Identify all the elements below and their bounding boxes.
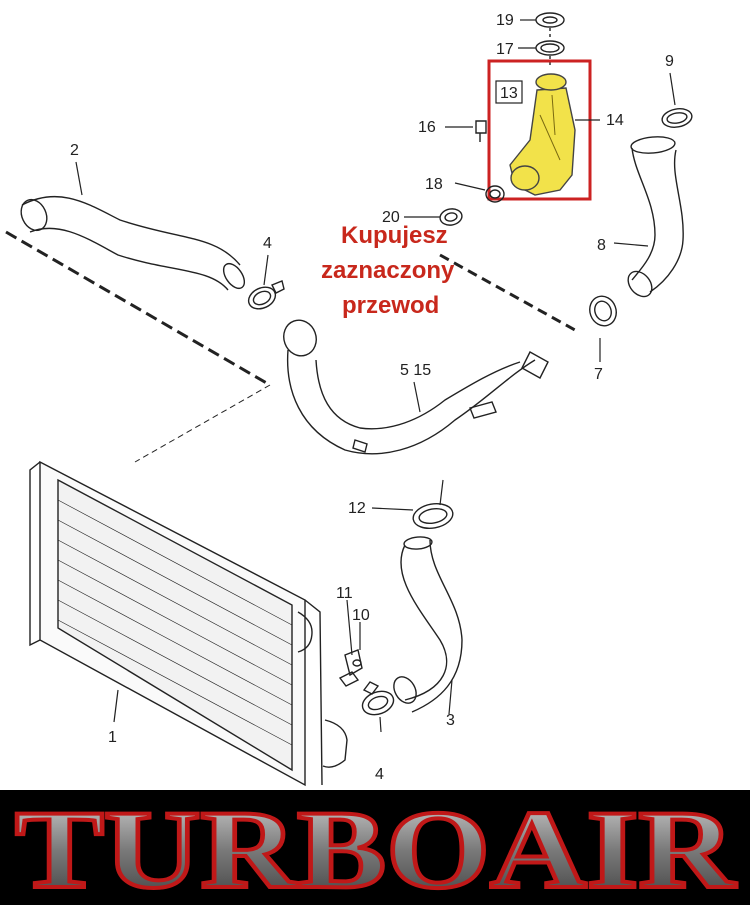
callout-14: 14 bbox=[606, 112, 624, 129]
callout-13: 13 bbox=[500, 85, 518, 102]
clamp-part-7 bbox=[589, 295, 617, 327]
clamp-part-4-upper bbox=[247, 280, 285, 310]
callout-19: 19 bbox=[496, 12, 514, 29]
callout-5-15: 5 15 bbox=[400, 362, 431, 379]
brand-logo: TURBOAIR bbox=[13, 790, 738, 905]
hose-part-2 bbox=[20, 195, 246, 291]
label-box-13 bbox=[495, 80, 523, 104]
intercooler-hose-diagram: 19 17 13 14 16 18 20 9 2 4 8 7 5 15 12 1… bbox=[5, 12, 693, 787]
intercooler-part-1 bbox=[29, 460, 348, 787]
callout-numbers: 19 17 13 14 16 18 20 9 2 4 8 7 5 15 12 1… bbox=[70, 12, 674, 783]
callout-8: 8 bbox=[597, 237, 606, 254]
callout-20: 20 bbox=[382, 209, 400, 226]
clamp-part-9 bbox=[661, 108, 693, 128]
callout-3: 3 bbox=[446, 712, 455, 729]
bracket-part-10-11 bbox=[338, 649, 363, 687]
callout-1: 1 bbox=[108, 729, 117, 746]
dashed-guide-lower bbox=[134, 384, 271, 463]
elbow-part-13-highlighted bbox=[509, 73, 576, 196]
promo-line-3: przewod bbox=[342, 292, 439, 319]
callout-18: 18 bbox=[425, 176, 443, 193]
callout-12: 12 bbox=[348, 500, 366, 517]
callout-17: 17 bbox=[496, 41, 514, 58]
highlight-box bbox=[487, 59, 592, 201]
clamp-part-4-lower bbox=[361, 681, 395, 716]
cap-part-19 bbox=[535, 12, 565, 28]
hose-part-3 bbox=[393, 536, 463, 713]
callout-2: 2 bbox=[70, 142, 79, 159]
callout-16: 16 bbox=[418, 119, 436, 136]
callout-4-lower: 4 bbox=[375, 766, 384, 783]
gasket-part-20 bbox=[439, 208, 463, 226]
clamp-part-12 bbox=[412, 502, 454, 530]
promo-text: Kupujesz zaznaczony przewod bbox=[321, 222, 455, 319]
leader-lines bbox=[75, 19, 676, 733]
brand-wordmark: TURBOAIR bbox=[15, 790, 736, 905]
promo-line-2: zaznaczony bbox=[321, 257, 455, 284]
callout-10: 10 bbox=[352, 607, 370, 624]
callout-4-upper: 4 bbox=[263, 235, 272, 252]
brand-banner: TURBOAIR bbox=[0, 790, 750, 905]
dashed-guide-left bbox=[5, 230, 271, 387]
callout-11: 11 bbox=[336, 585, 353, 602]
callout-9: 9 bbox=[665, 53, 674, 70]
bolt-part-16 bbox=[475, 120, 487, 142]
hose-part-8 bbox=[627, 136, 684, 298]
promo-line-1: Kupujesz bbox=[341, 222, 448, 249]
callout-7: 7 bbox=[594, 366, 603, 383]
seal-part-17 bbox=[535, 40, 565, 56]
hose-part-5-15 bbox=[283, 319, 549, 455]
seal-part-18 bbox=[485, 185, 505, 203]
dashed-guide-right bbox=[439, 253, 576, 332]
